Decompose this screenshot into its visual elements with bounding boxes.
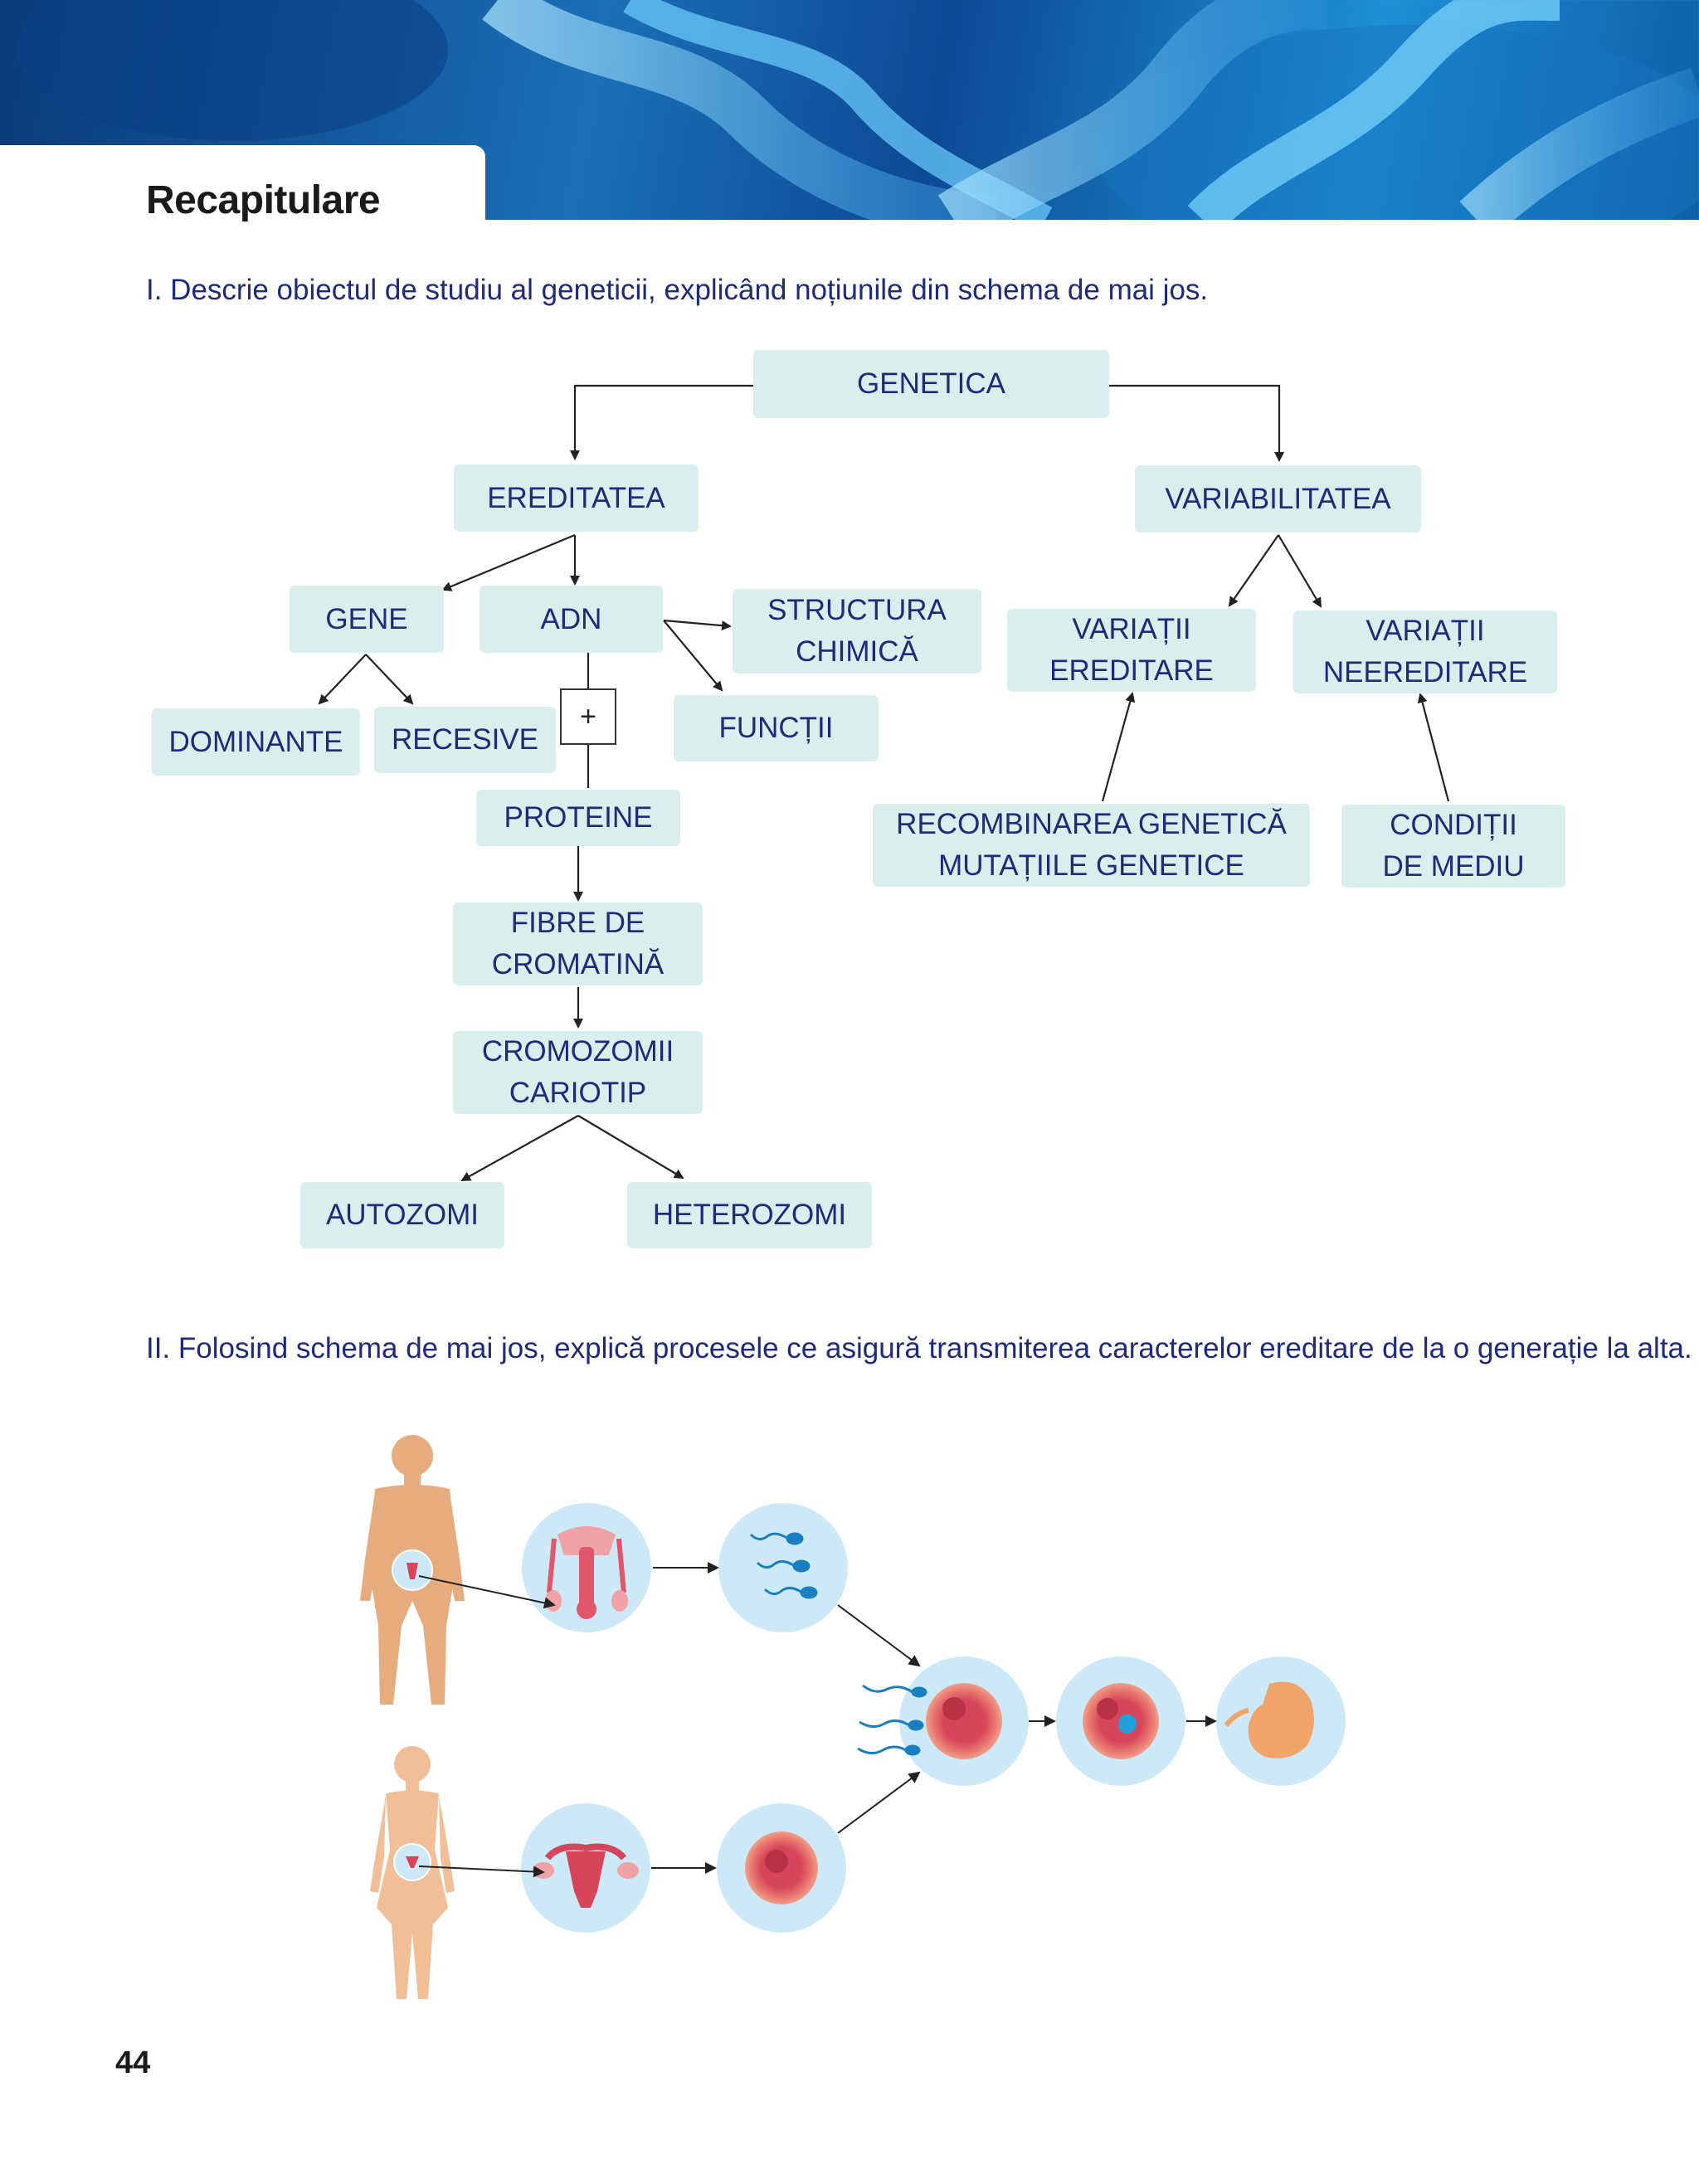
box-proteine: PROTEINE bbox=[476, 790, 680, 846]
box-variatii-ereditare: VARIAȚII EREDITARE bbox=[1007, 609, 1256, 692]
box-fibre-cromatina: FIBRE DE CROMATINĂ bbox=[453, 902, 703, 985]
box-structura-chimica: STRUCTURA CHIMICĂ bbox=[733, 589, 981, 674]
box-conditii-mediu: CONDIȚII DE MEDIU bbox=[1341, 805, 1565, 888]
box-ereditatea: EREDITATEA bbox=[454, 465, 699, 532]
box-functii: FUNCȚII bbox=[674, 695, 879, 761]
page-number: 44 bbox=[115, 2045, 151, 2080]
box-autozomi: AUTOZOMI bbox=[300, 1182, 504, 1248]
male-figure bbox=[360, 1435, 465, 1705]
header-banner bbox=[0, 0, 1699, 220]
box-gene: GENE bbox=[290, 586, 444, 653]
box-genetica: GENETICA bbox=[753, 350, 1109, 418]
page-title: Recapitulare bbox=[146, 178, 381, 222]
question-2: II. Folosind schema de mai jos, explică … bbox=[146, 1332, 1692, 1364]
box-adn: ADN bbox=[480, 586, 663, 653]
box-cromozomii-cariotip: CROMOZOMII CARIOTIP bbox=[453, 1031, 703, 1114]
box-variabilitatea: VARIABILITATEA bbox=[1135, 465, 1421, 533]
box-heterozomi: HETEROZOMI bbox=[627, 1182, 872, 1248]
diagram-connectors bbox=[318, 384, 1450, 1181]
box-recombinarea-mutatiile: RECOMBINAREA GENETICĂ MUTAȚIILE GENETICE bbox=[873, 804, 1310, 887]
box-dominante: DOMINANTE bbox=[152, 708, 360, 776]
title-tab bbox=[0, 145, 485, 224]
dna-banner-image bbox=[17, 0, 1699, 220]
plus-sign: + bbox=[560, 688, 616, 745]
female-figure bbox=[370, 1746, 455, 1999]
box-recesive: RECESIVE bbox=[374, 707, 556, 773]
box-variatii-neereditare: VARIAȚII NEEREDITARE bbox=[1293, 610, 1557, 693]
question-1: I. Descrie obiectul de studiu al genetic… bbox=[146, 274, 1209, 306]
